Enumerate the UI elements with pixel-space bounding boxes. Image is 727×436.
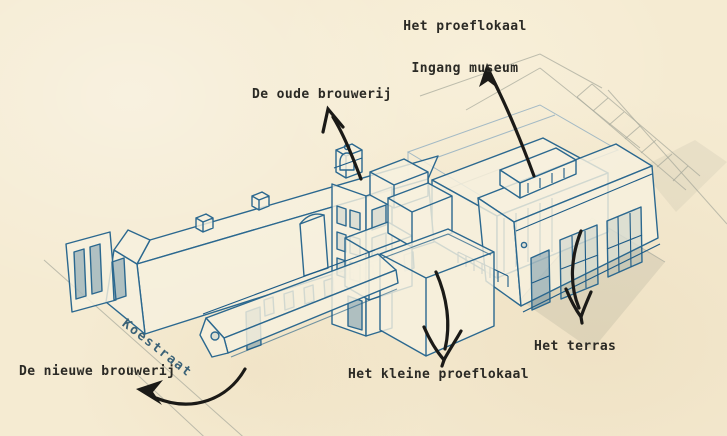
arrow-to-oude-brouwerij — [321, 105, 363, 181]
arrow-to-kleine-proeflokaal — [422, 270, 463, 368]
koestraat-road-line — [127, 365, 204, 436]
kleine-proeflokaal-building — [379, 182, 495, 357]
label-terras: Het terras — [534, 339, 617, 354]
front-shed-building — [199, 249, 399, 358]
label-proeflokaal-line2: Ingang museum — [411, 61, 519, 76]
round-window — [520, 241, 528, 249]
arrow-to-nieuwe-brouwerij — [136, 367, 247, 406]
arrow-to-proeflokaal-museum — [479, 63, 536, 178]
shed-round-window — [210, 331, 220, 341]
terras-paved-area — [640, 140, 727, 212]
label-proeflokaal-line1: Het proeflokaal — [403, 19, 527, 34]
arrow-to-terras — [564, 229, 593, 325]
label-proeflokaal-museum: Het proeflokaal Ingang museum — [394, 16, 536, 79]
label-nieuwe-brouwerij: De nieuwe brouwerij — [19, 364, 176, 379]
label-oude-brouwerij: De oude brouwerij — [252, 87, 392, 102]
label-kleine-proeflokaal: Het kleine proeflokaal — [348, 367, 529, 382]
